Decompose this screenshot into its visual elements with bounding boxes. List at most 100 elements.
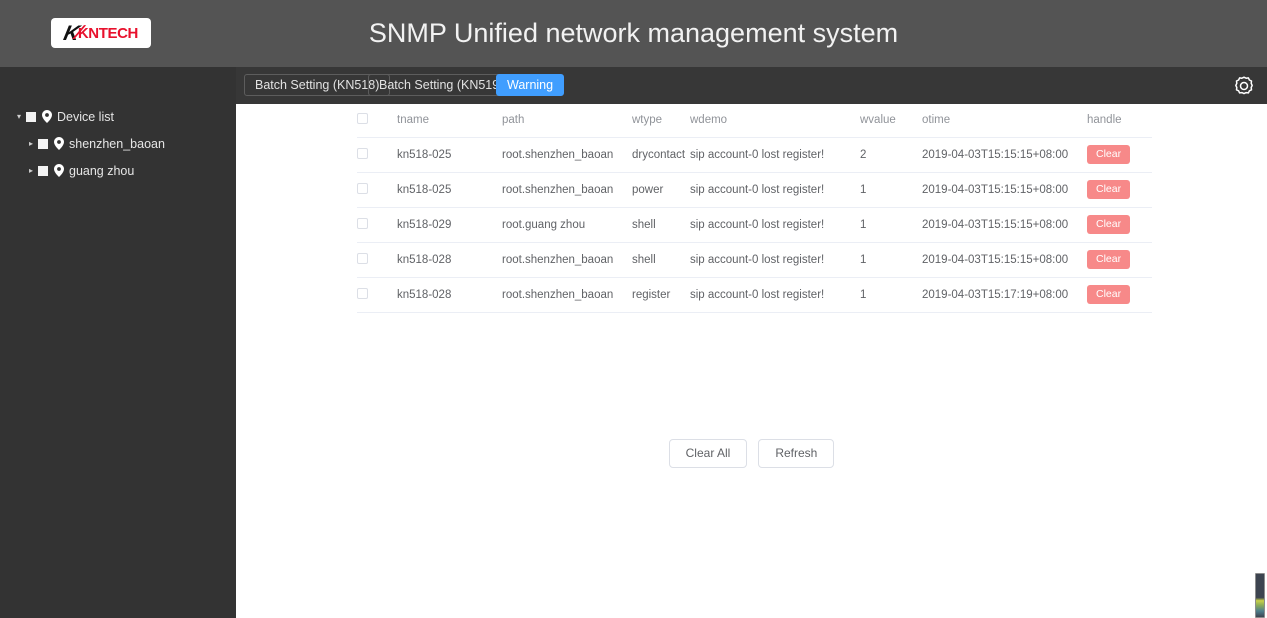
cell-wdemo: sip account-0 lost register!: [690, 242, 860, 278]
cell-path: root.shenzhen_baoan: [502, 277, 632, 313]
tab-batch-setting-kn519[interactable]: Batch Setting (KN519): [368, 74, 515, 96]
cell-path: root.shenzhen_baoan: [502, 137, 632, 173]
tab-bar: Batch Setting (KN518) Batch Setting (KN5…: [236, 67, 1267, 104]
tree-checkbox-guang-zhou[interactable]: [38, 165, 48, 176]
column-header-wvalue: wvalue: [860, 104, 922, 138]
row-checkbox[interactable]: [357, 252, 368, 264]
clear-row-button[interactable]: Clear: [1087, 284, 1131, 305]
kntech-logo: K∕∕KNTECH: [51, 18, 151, 48]
refresh-button[interactable]: Refresh: [758, 439, 835, 469]
cell-otime: 2019-04-03T15:17:19+08:00: [922, 277, 1087, 313]
clear-row-button[interactable]: Clear: [1087, 214, 1131, 235]
clear-row-button[interactable]: Clear: [1087, 144, 1131, 165]
cell-path: root.guang zhou: [502, 207, 632, 243]
row-select-cell: [357, 242, 397, 278]
table-row[interactable]: kn518-025 root.shenzhen_baoan drycontact…: [357, 137, 1152, 173]
table-row[interactable]: kn518-029 root.guang zhou shell sip acco…: [357, 207, 1152, 243]
cell-handle: Clear: [1087, 242, 1152, 278]
cell-wtype: drycontact: [632, 137, 690, 173]
sidebar-item-label: Device list: [57, 109, 114, 124]
gear-icon[interactable]: [1233, 75, 1255, 97]
sidebar-item-shenzhen-baoan[interactable]: ▸ shenzhen_baoan: [0, 135, 236, 152]
table-header: tname path wtype wdemo wvalue otime hand…: [357, 104, 1152, 138]
cell-wdemo: sip account-0 lost register!: [690, 137, 860, 173]
column-header-handle: handle: [1087, 104, 1152, 138]
tree-checkbox-device-list[interactable]: [26, 111, 36, 122]
select-all-checkbox[interactable]: [357, 113, 368, 125]
cell-otime: 2019-04-03T15:15:15+08:00: [922, 242, 1087, 278]
chevron-right-icon[interactable]: ▸: [28, 165, 33, 175]
tree-spacer: [0, 152, 236, 162]
logo-text: KNTECH: [77, 24, 139, 42]
cell-wvalue: 1: [860, 242, 922, 278]
sidebar-item-device-list[interactable]: ▾ Device list: [0, 108, 236, 125]
tab-warning[interactable]: Warning: [496, 74, 565, 96]
cell-wtype: register: [632, 277, 690, 313]
select-all-header: [357, 104, 397, 138]
row-select-cell: [357, 207, 397, 243]
app-header: K∕∕KNTECH SNMP Unified network managemen…: [0, 0, 1267, 67]
cell-tname: kn518-025: [397, 137, 502, 173]
chevron-down-icon[interactable]: ▾: [16, 111, 21, 121]
row-checkbox[interactable]: [357, 287, 368, 299]
chevron-right-icon[interactable]: ▸: [28, 138, 33, 148]
location-pin-icon: [42, 110, 52, 123]
cell-path: root.shenzhen_baoan: [502, 242, 632, 278]
row-checkbox[interactable]: [357, 217, 368, 229]
column-header-wtype: wtype: [632, 104, 690, 138]
row-checkbox[interactable]: [357, 182, 368, 194]
table-header-row: tname path wtype wdemo wvalue otime hand…: [357, 104, 1152, 138]
cell-handle: Clear: [1087, 207, 1152, 243]
clear-row-button[interactable]: Clear: [1087, 179, 1131, 200]
warning-table: tname path wtype wdemo wvalue otime hand…: [357, 104, 1152, 313]
table-body: kn518-025 root.shenzhen_baoan drycontact…: [357, 137, 1152, 313]
clear-row-button[interactable]: Clear: [1087, 249, 1131, 270]
row-select-cell: [357, 277, 397, 313]
content-area: tname path wtype wdemo wvalue otime hand…: [236, 104, 1267, 618]
cell-wtype: shell: [632, 207, 690, 243]
cell-wdemo: sip account-0 lost register!: [690, 207, 860, 243]
cell-handle: Clear: [1087, 137, 1152, 173]
table-row[interactable]: kn518-028 root.shenzhen_baoan shell sip …: [357, 242, 1152, 278]
cell-wtype: shell: [632, 242, 690, 278]
warning-table-container: tname path wtype wdemo wvalue otime hand…: [357, 104, 1152, 313]
page-title: SNMP Unified network management system: [368, 18, 899, 48]
cell-otime: 2019-04-03T15:15:15+08:00: [922, 172, 1087, 208]
tab-batch-setting-kn518[interactable]: Batch Setting (KN518): [244, 74, 391, 96]
vertical-scrollbar-thumb[interactable]: [1255, 573, 1265, 618]
cell-handle: Clear: [1087, 172, 1152, 208]
cell-tname: kn518-028: [397, 277, 502, 313]
tree-spacer: [0, 125, 236, 135]
row-select-cell: [357, 137, 397, 173]
cell-tname: kn518-028: [397, 242, 502, 278]
cell-tname: kn518-029: [397, 207, 502, 243]
column-header-path: path: [502, 104, 632, 138]
cell-wtype: power: [632, 172, 690, 208]
table-actions: Clear All Refresh: [236, 439, 1267, 469]
column-header-otime: otime: [922, 104, 1087, 138]
cell-wvalue: 1: [860, 207, 922, 243]
column-header-tname: tname: [397, 104, 502, 138]
clear-all-button[interactable]: Clear All: [668, 439, 748, 469]
tree-checkbox-shenzhen-baoan[interactable]: [38, 138, 48, 149]
table-row[interactable]: kn518-025 root.shenzhen_baoan power sip …: [357, 172, 1152, 208]
location-pin-icon: [54, 164, 64, 177]
column-header-wdemo: wdemo: [690, 104, 860, 138]
sidebar-item-label: shenzhen_baoan: [69, 136, 165, 151]
sidebar: ▾ Device list ▸ shenzhen_baoan ▸ guang z…: [0, 67, 236, 618]
cell-wdemo: sip account-0 lost register!: [690, 277, 860, 313]
sidebar-item-label: guang zhou: [69, 163, 135, 178]
row-checkbox[interactable]: [357, 147, 368, 159]
cell-wvalue: 1: [860, 172, 922, 208]
cell-path: root.shenzhen_baoan: [502, 172, 632, 208]
location-pin-icon: [54, 137, 64, 150]
cell-otime: 2019-04-03T15:15:15+08:00: [922, 207, 1087, 243]
table-row[interactable]: kn518-028 root.shenzhen_baoan register s…: [357, 277, 1152, 313]
cell-handle: Clear: [1087, 277, 1152, 313]
cell-wvalue: 2: [860, 137, 922, 173]
cell-wvalue: 1: [860, 277, 922, 313]
cell-wdemo: sip account-0 lost register!: [690, 172, 860, 208]
sidebar-item-guang-zhou[interactable]: ▸ guang zhou: [0, 162, 236, 179]
row-select-cell: [357, 172, 397, 208]
